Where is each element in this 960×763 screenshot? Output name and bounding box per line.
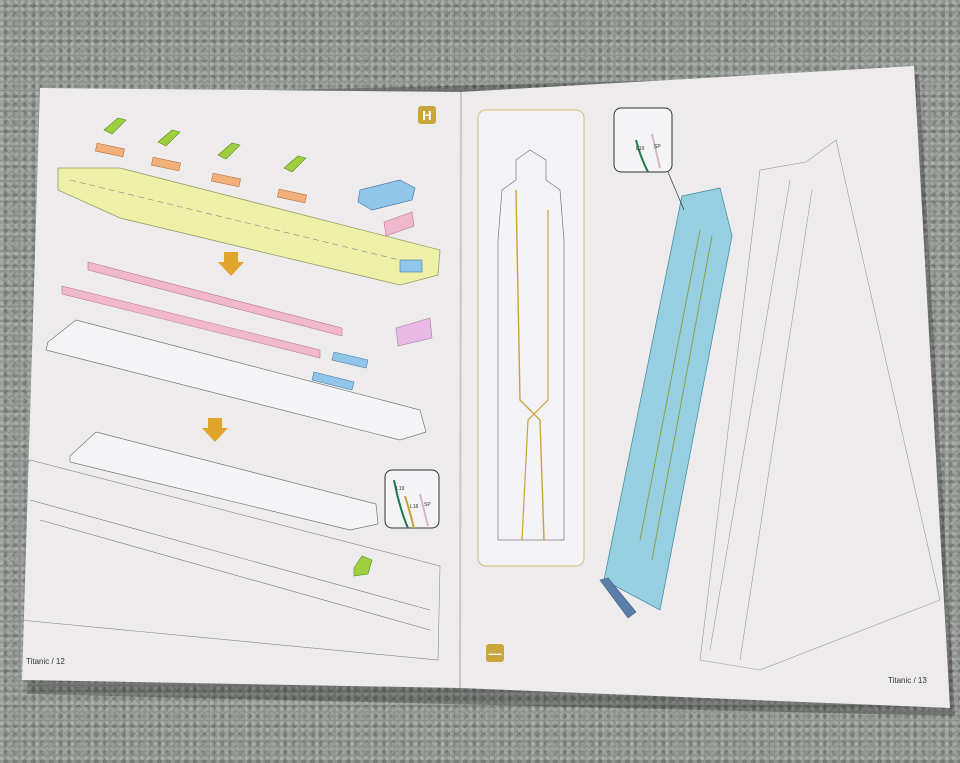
- step-badge-h: H: [418, 106, 436, 124]
- svg-text:L19: L19: [636, 146, 645, 152]
- left-page: L19 L18 SP: [19, 88, 462, 688]
- right-page: L19 SP: [460, 66, 950, 708]
- wire-callout-right: L19 SP: [613, 107, 685, 211]
- svg-text:SP: SP: [654, 144, 661, 150]
- svg-text:L19: L19: [396, 486, 405, 492]
- right-page-footer: Titanic / 13: [888, 676, 927, 685]
- svg-text:SP: SP: [424, 502, 431, 508]
- wire-callout-left: L19 L18 SP: [384, 469, 440, 529]
- step-badge-i: —: [486, 644, 504, 662]
- svg-text:L18: L18: [410, 504, 419, 510]
- left-page-footer: Titanic / 12: [26, 657, 65, 666]
